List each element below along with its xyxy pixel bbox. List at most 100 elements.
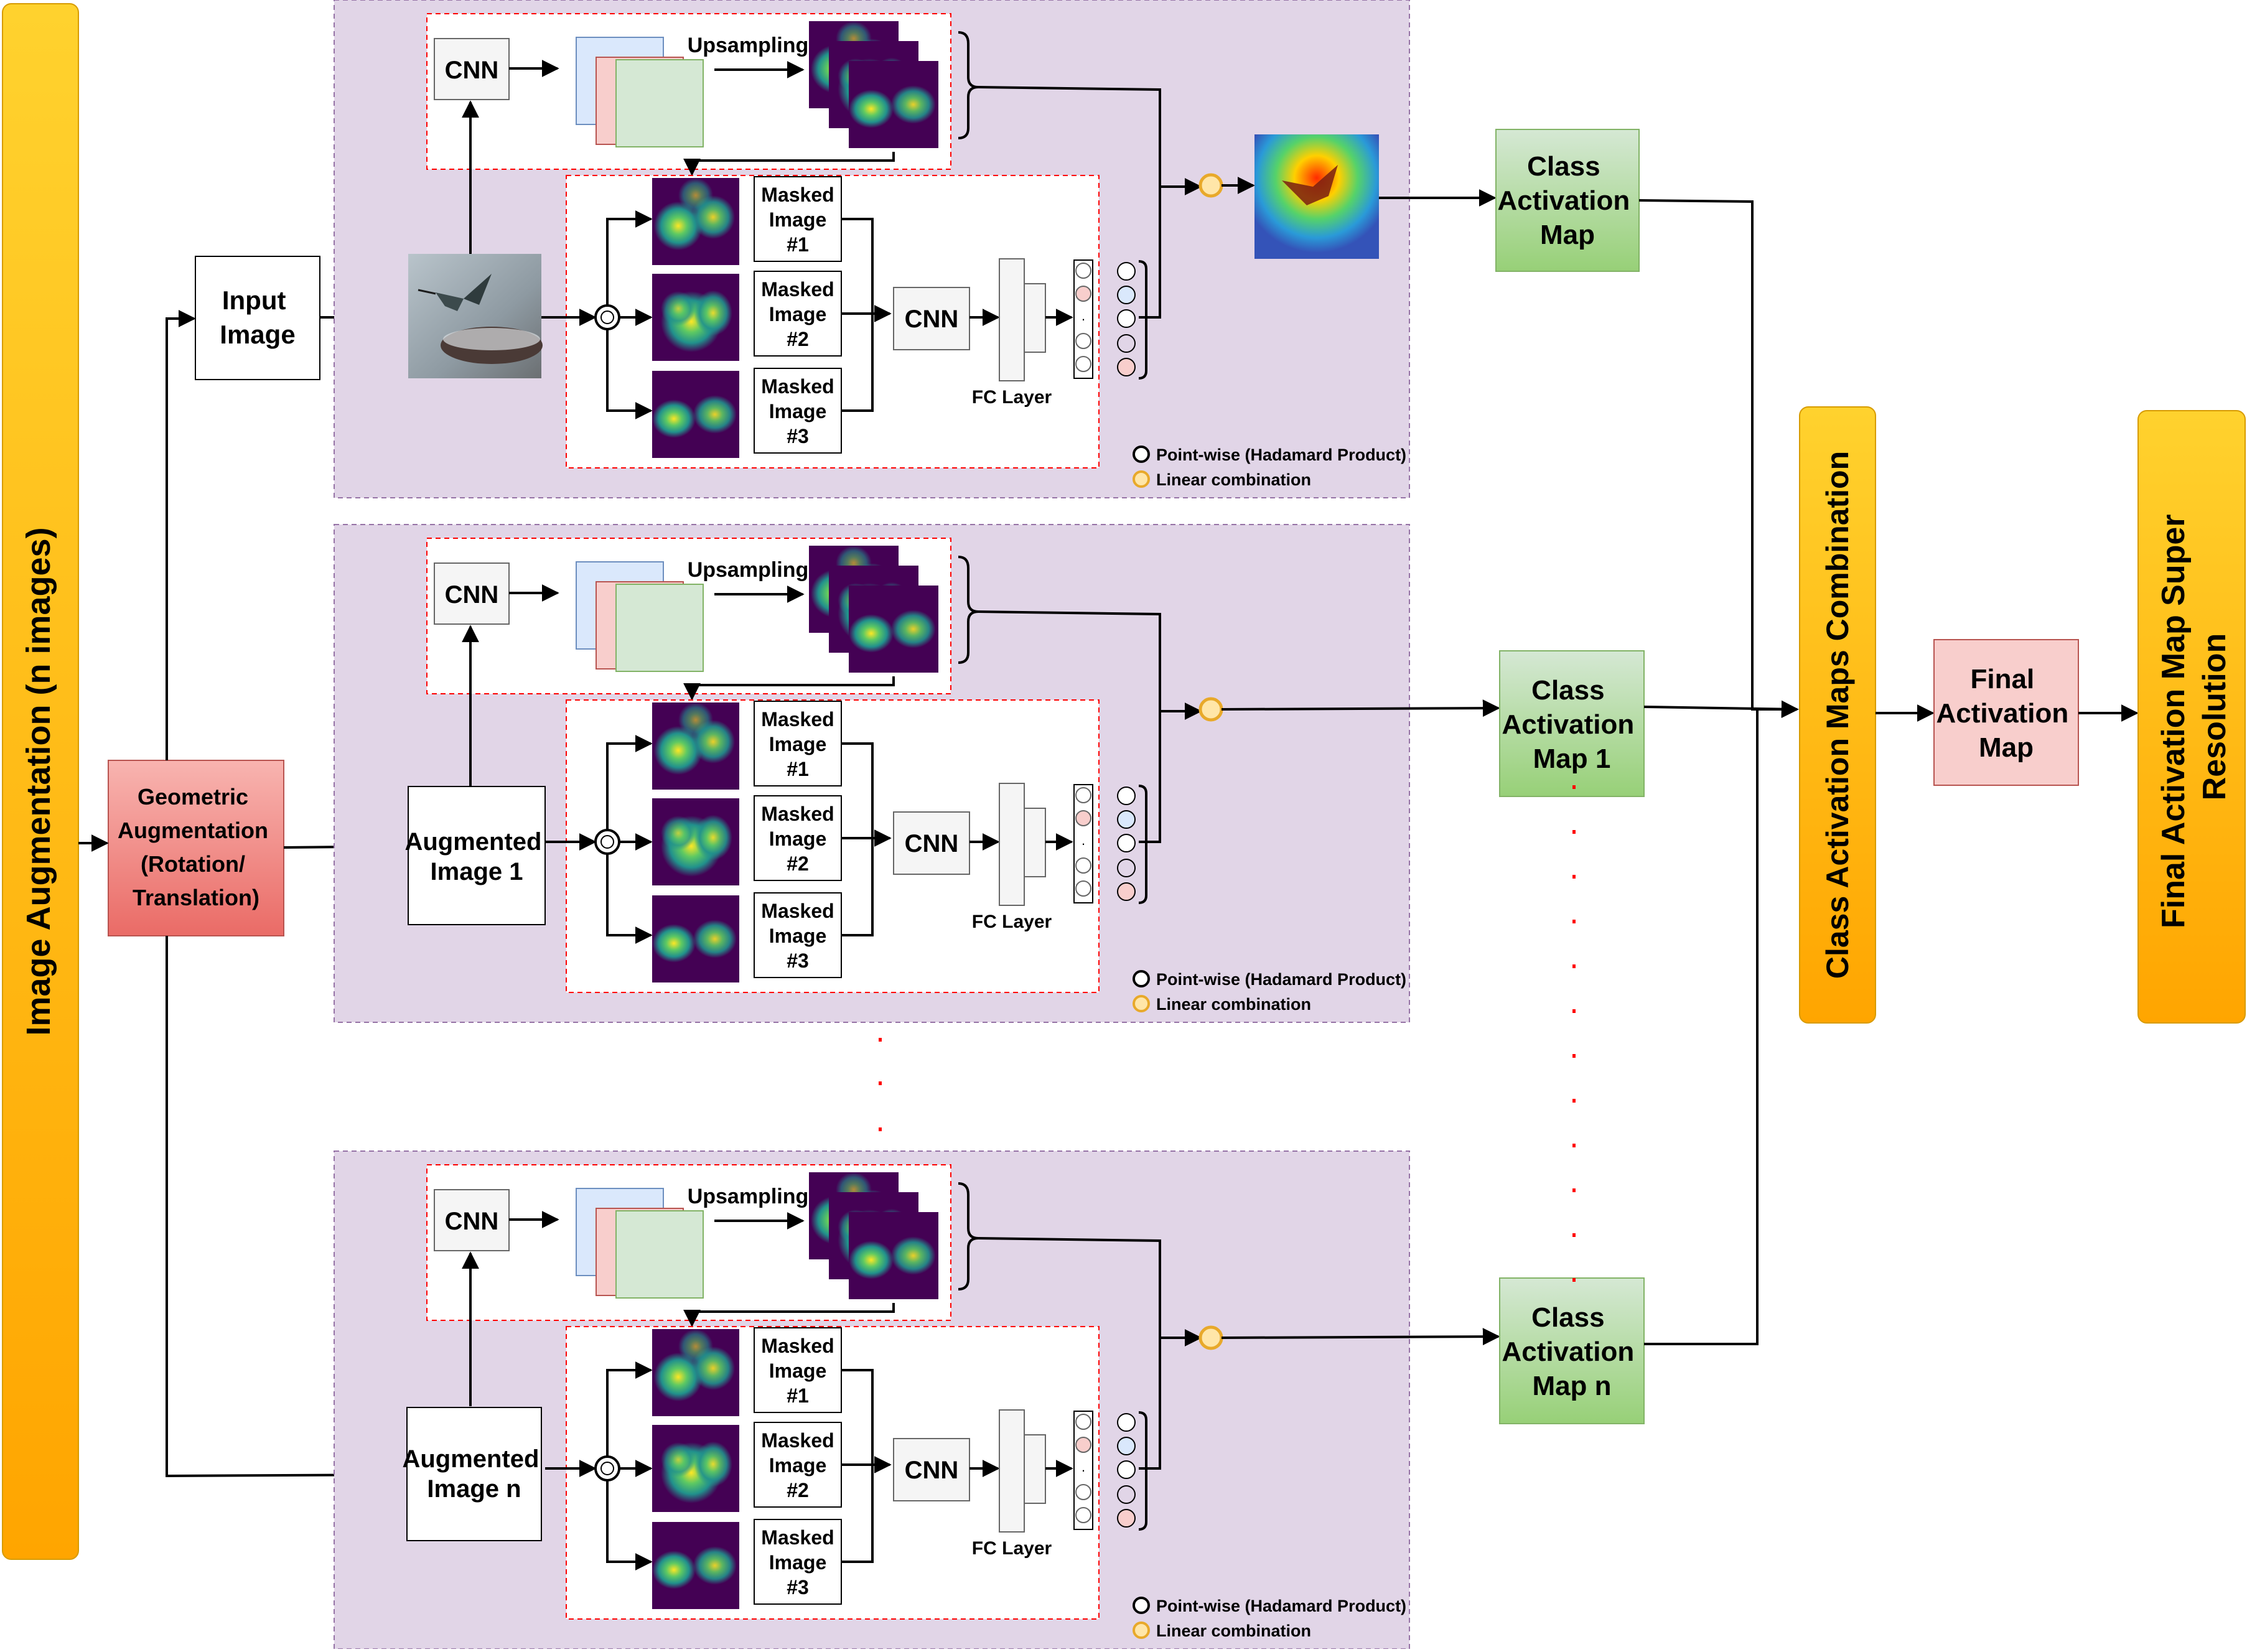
heatmap-blob (653, 726, 703, 775)
masked-image-label-line: Masked (761, 708, 834, 730)
cnn-box-top (434, 1189, 510, 1251)
image-augmentation-title: Image Augmentation (n images) (20, 527, 57, 1035)
class-activation-maps-combination-bar (1799, 406, 1876, 1024)
masked-heatmap-1 (652, 702, 739, 790)
masked-image-label-line: Masked (761, 184, 834, 206)
class-score-node (1117, 834, 1136, 852)
fc-layer-block (999, 258, 1025, 381)
masked-image-label-line: Masked (761, 1429, 834, 1452)
ellipsis-dot (1572, 920, 1576, 923)
masked-image-label-line: #2 (787, 1479, 809, 1501)
masked-image-label-line: Image (769, 828, 826, 850)
hadamard-node-inner (600, 835, 614, 849)
cnn-label-top: CNN (445, 1208, 499, 1235)
output-neuron (1075, 286, 1091, 302)
ellipsis-dot (1572, 1233, 1576, 1237)
class-score-node (1117, 358, 1136, 376)
legend-linear-label: Linear combination (1156, 995, 1311, 1014)
masked-heatmap-2 (652, 274, 739, 361)
heatmap-blob (693, 920, 737, 958)
masked-image-box-3 (754, 892, 842, 978)
heatmap-blob (694, 814, 732, 861)
legend-linear-label: Linear combination (1156, 1622, 1311, 1640)
cnn-label-top: CNN (445, 581, 499, 609)
masked-image-label-line: Image (769, 733, 826, 755)
masked-image-label-line: #1 (787, 1384, 809, 1407)
arrow-hadamard-to-mask-1 (606, 1361, 653, 1457)
output-ellipsis: · (1081, 836, 1085, 851)
arrow-join-to-combination (1159, 702, 1202, 842)
arrow-geometric-to-input (166, 310, 196, 760)
masked-image-label-line: #3 (787, 950, 809, 972)
masked-image-label-line: Image (769, 925, 826, 947)
masked-heatmap-3 (652, 895, 739, 982)
masked-heatmap-1 (652, 1329, 739, 1416)
linear-combination-node-2 (1198, 697, 1223, 722)
legend-pointwise-label: Point-wise (Hadamard Product) (1156, 970, 1406, 989)
class-score-node (1117, 309, 1136, 328)
class-activation-map-label: Class Activation Map (1498, 151, 1638, 250)
cnn-box-bottom (893, 287, 970, 350)
heatmap-blob (890, 85, 936, 124)
ellipsis-dot (1572, 1099, 1576, 1103)
heatmap-blob (661, 1442, 696, 1477)
masked-image-label-line: Masked (761, 1335, 834, 1357)
fc-layer-block (999, 783, 1025, 906)
upsampling-label: Upsampling (688, 558, 809, 582)
masked-image-label-line: #2 (787, 852, 809, 875)
arrow-geometric-to-augmented-n (166, 936, 409, 1484)
heatmap-blob (890, 1236, 936, 1275)
hummingbird-photo (408, 254, 543, 378)
masked-image-label-line: #1 (787, 233, 809, 256)
masked-image-label-line: Masked (761, 803, 834, 825)
masked-heatmap-3 (652, 371, 739, 458)
masked-image-label-line: #3 (787, 425, 809, 447)
masked-image-label-line: #3 (787, 1576, 809, 1598)
class-score-node (1117, 1437, 1136, 1455)
arrow-hadamard-to-mask-3 (606, 1480, 653, 1570)
bracket-bottom (1138, 1411, 1147, 1531)
heatmap-blob (652, 924, 696, 963)
arrow-hadamard-to-mask-1 (606, 735, 653, 830)
heatmap-blob (661, 816, 696, 851)
output-neuron (1075, 356, 1091, 372)
ellipsis-dot (1572, 1009, 1576, 1013)
output-neuron (1075, 880, 1091, 897)
masked-image-label-line: Image (769, 400, 826, 422)
heatmap-blob (890, 610, 936, 648)
fc-layer-block-2 (1024, 283, 1046, 353)
masked-image-label-line: #1 (787, 758, 809, 780)
class-score-node (1117, 334, 1136, 353)
heatmap-blob (693, 1546, 737, 1585)
ellipsis-dot (1572, 964, 1576, 968)
arrow-node3-to-camn (1221, 1328, 1500, 1346)
hadamard-node-inner (600, 1462, 614, 1475)
heatmap-blob (653, 1352, 703, 1402)
legend-linear-icon (1133, 995, 1150, 1012)
input-image-box (195, 256, 320, 380)
output-neuron (1075, 810, 1091, 826)
masked-image-label-line: Image (769, 1454, 826, 1477)
cnn-label-bottom: CNN (905, 830, 959, 857)
upsampling-label: Upsampling (688, 34, 809, 57)
arrow-join-to-combination (1159, 1329, 1202, 1468)
arrow-join-to-combination (1159, 178, 1202, 317)
output-neuron (1075, 857, 1091, 874)
cnn-box-bottom (893, 1438, 970, 1501)
arrow-hadamard-to-mask-1 (606, 210, 653, 306)
panel-ellipsis-dots (879, 1038, 882, 1131)
fc-layer-label: FC Layer (972, 912, 1052, 932)
output-neuron (1075, 787, 1091, 803)
cnn-box-top (434, 38, 510, 100)
class-score-node (1117, 1509, 1136, 1528)
masked-image-label-line: Masked (761, 1526, 834, 1549)
output-neuron (1075, 1414, 1091, 1430)
arrow-maps-to-masks (683, 676, 895, 701)
bracket-bottom (1138, 260, 1147, 380)
